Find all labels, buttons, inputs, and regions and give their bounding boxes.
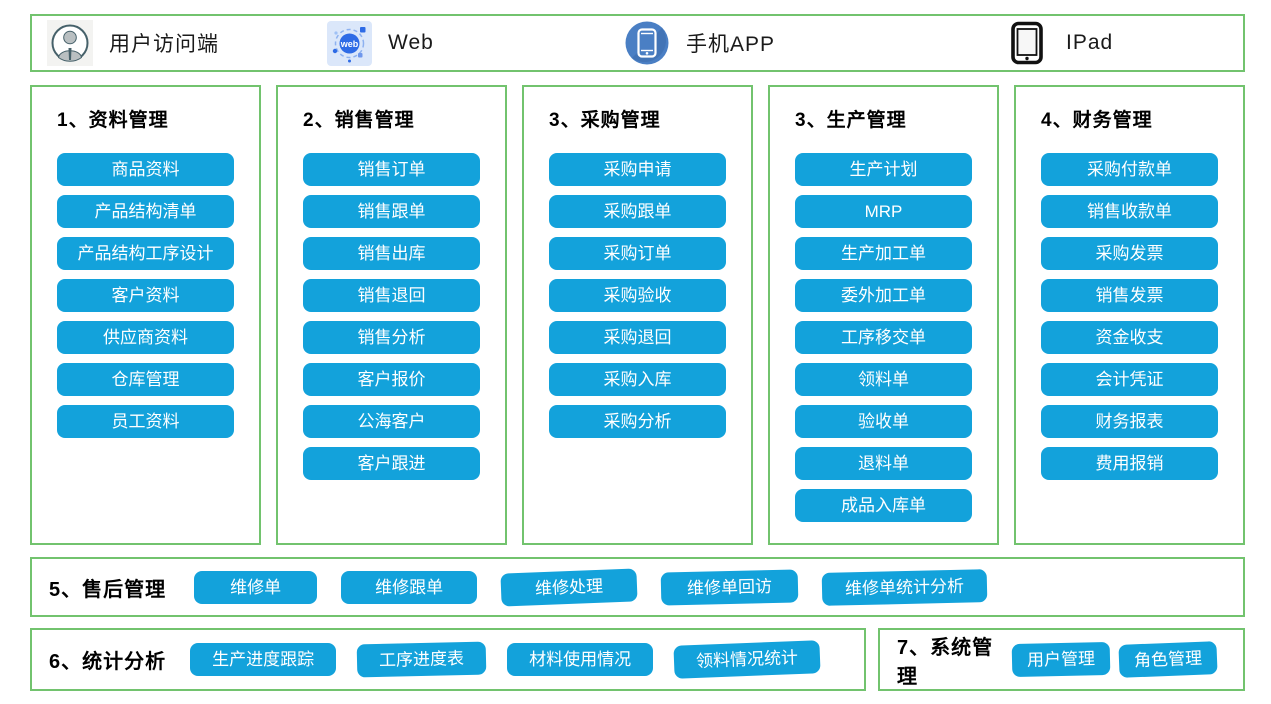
module-button[interactable]: 公海客户 <box>303 405 480 438</box>
module-button[interactable]: 财务报表 <box>1041 405 1218 438</box>
module-columns: 1、资料管理 商品资料 产品结构清单 产品结构工序设计 客户资料 供应商资料 仓… <box>30 85 1245 545</box>
module-button[interactable]: 退料单 <box>795 447 972 480</box>
module-button[interactable]: 生产加工单 <box>795 237 972 270</box>
module-button[interactable]: 工序进度表 <box>356 641 487 678</box>
row-title: 5、售后管理 <box>49 578 167 601</box>
column-title: 2、销售管理 <box>303 110 415 131</box>
row-title: 6、统计分析 <box>49 651 167 673</box>
column-title: 3、生产管理 <box>795 110 907 131</box>
module-button[interactable]: 生产计划 <box>795 153 972 186</box>
module-button[interactable]: 销售收款单 <box>1041 195 1218 228</box>
module-button[interactable]: 领料单 <box>795 363 972 396</box>
access-terminals-bar: 用户访问端 web Web <box>30 14 1245 72</box>
module-button[interactable]: 角色管理 <box>1118 641 1218 678</box>
module-button[interactable]: 维修单统计分析 <box>821 568 988 606</box>
ipad-icon <box>1004 20 1050 66</box>
module-button[interactable]: 用户管理 <box>1011 641 1111 678</box>
module-button[interactable]: 销售发票 <box>1041 279 1218 312</box>
module-button[interactable]: 采购付款单 <box>1041 153 1218 186</box>
module-button[interactable]: 销售出库 <box>303 237 480 270</box>
access-item-ipad: IPad <box>1004 16 1113 70</box>
module-button[interactable]: 资金收支 <box>1041 321 1218 354</box>
module-button[interactable]: 客户跟进 <box>303 447 480 480</box>
module-button[interactable]: 生产进度跟踪 <box>190 643 337 676</box>
access-label-web: Web <box>388 31 434 54</box>
access-label-user: 用户访问端 <box>109 33 219 56</box>
column-finance-management: 4、财务管理 采购付款单 销售收款单 采购发票 销售发票 资金收支 会计凭证 财… <box>1014 85 1245 545</box>
module-button[interactable]: 采购分析 <box>549 405 726 438</box>
web-icon: web <box>327 20 372 66</box>
column-sales-management: 2、销售管理 销售订单 销售跟单 销售出库 销售退回 销售分析 客户报价 公海客… <box>276 85 507 545</box>
module-button[interactable]: 销售分析 <box>303 321 480 354</box>
module-button[interactable]: 成品入库单 <box>795 489 972 522</box>
access-item-user: 用户访问端 <box>47 16 219 70</box>
column-title: 1、资料管理 <box>57 110 169 131</box>
module-button[interactable]: 销售跟单 <box>303 195 480 228</box>
access-item-phone: 手机APP <box>624 16 775 70</box>
svg-text:web: web <box>340 39 359 49</box>
module-button[interactable]: 采购申请 <box>549 153 726 186</box>
module-button[interactable]: 维修单 <box>194 570 318 604</box>
row-system-management: 7、系统管理 用户管理 角色管理 <box>878 628 1245 691</box>
module-button[interactable]: 工序移交单 <box>795 321 972 354</box>
module-button[interactable]: 客户资料 <box>57 279 234 312</box>
row-title: 7、系统管理 <box>897 636 994 688</box>
module-button[interactable]: 采购入库 <box>549 363 726 396</box>
column-production-management: 3、生产管理 生产计划 MRP 生产加工单 委外加工单 工序移交单 领料单 验收… <box>768 85 999 545</box>
module-button[interactable]: 验收单 <box>795 405 972 438</box>
access-label-phone: 手机APP <box>686 33 776 56</box>
module-button[interactable]: 采购退回 <box>549 321 726 354</box>
row-statistics-analysis: 6、统计分析 生产进度跟踪 工序进度表 材料使用情况 领料情况统计 <box>30 628 866 691</box>
module-button[interactable]: 材料使用情况 <box>507 643 654 676</box>
module-button[interactable]: 维修跟单 <box>341 570 478 604</box>
module-button[interactable]: 供应商资料 <box>57 321 234 354</box>
module-button[interactable]: 领料情况统计 <box>673 640 821 679</box>
module-button[interactable]: MRP <box>795 195 972 228</box>
phone-icon <box>624 20 670 66</box>
access-item-web: web Web <box>327 16 434 70</box>
module-button[interactable]: 采购跟单 <box>549 195 726 228</box>
module-button[interactable]: 维修单回访 <box>660 568 799 606</box>
module-button[interactable]: 委外加工单 <box>795 279 972 312</box>
module-button[interactable]: 员工资料 <box>57 405 234 438</box>
column-data-management: 1、资料管理 商品资料 产品结构清单 产品结构工序设计 客户资料 供应商资料 仓… <box>30 85 261 545</box>
module-button[interactable]: 采购发票 <box>1041 237 1218 270</box>
column-title: 3、采购管理 <box>549 110 661 131</box>
module-button[interactable]: 销售订单 <box>303 153 480 186</box>
access-label-ipad: IPad <box>1066 31 1114 54</box>
module-button[interactable]: 会计凭证 <box>1041 363 1218 396</box>
module-button[interactable]: 采购订单 <box>549 237 726 270</box>
row-aftersales-management: 5、售后管理 维修单 维修跟单 维修处理 维修单回访 维修单统计分析 <box>30 557 1245 617</box>
module-button[interactable]: 销售退回 <box>303 279 480 312</box>
module-button[interactable]: 产品结构工序设计 <box>57 237 234 270</box>
module-button[interactable]: 维修处理 <box>500 567 638 607</box>
user-icon <box>47 20 93 66</box>
module-button[interactable]: 客户报价 <box>303 363 480 396</box>
module-button[interactable]: 产品结构清单 <box>57 195 234 228</box>
module-button[interactable]: 商品资料 <box>57 153 234 186</box>
module-button[interactable]: 费用报销 <box>1041 447 1218 480</box>
module-button[interactable]: 仓库管理 <box>57 363 234 396</box>
module-button[interactable]: 采购验收 <box>549 279 726 312</box>
column-purchase-management: 3、采购管理 采购申请 采购跟单 采购订单 采购验收 采购退回 采购入库 采购分… <box>522 85 753 545</box>
column-title: 4、财务管理 <box>1041 110 1153 131</box>
